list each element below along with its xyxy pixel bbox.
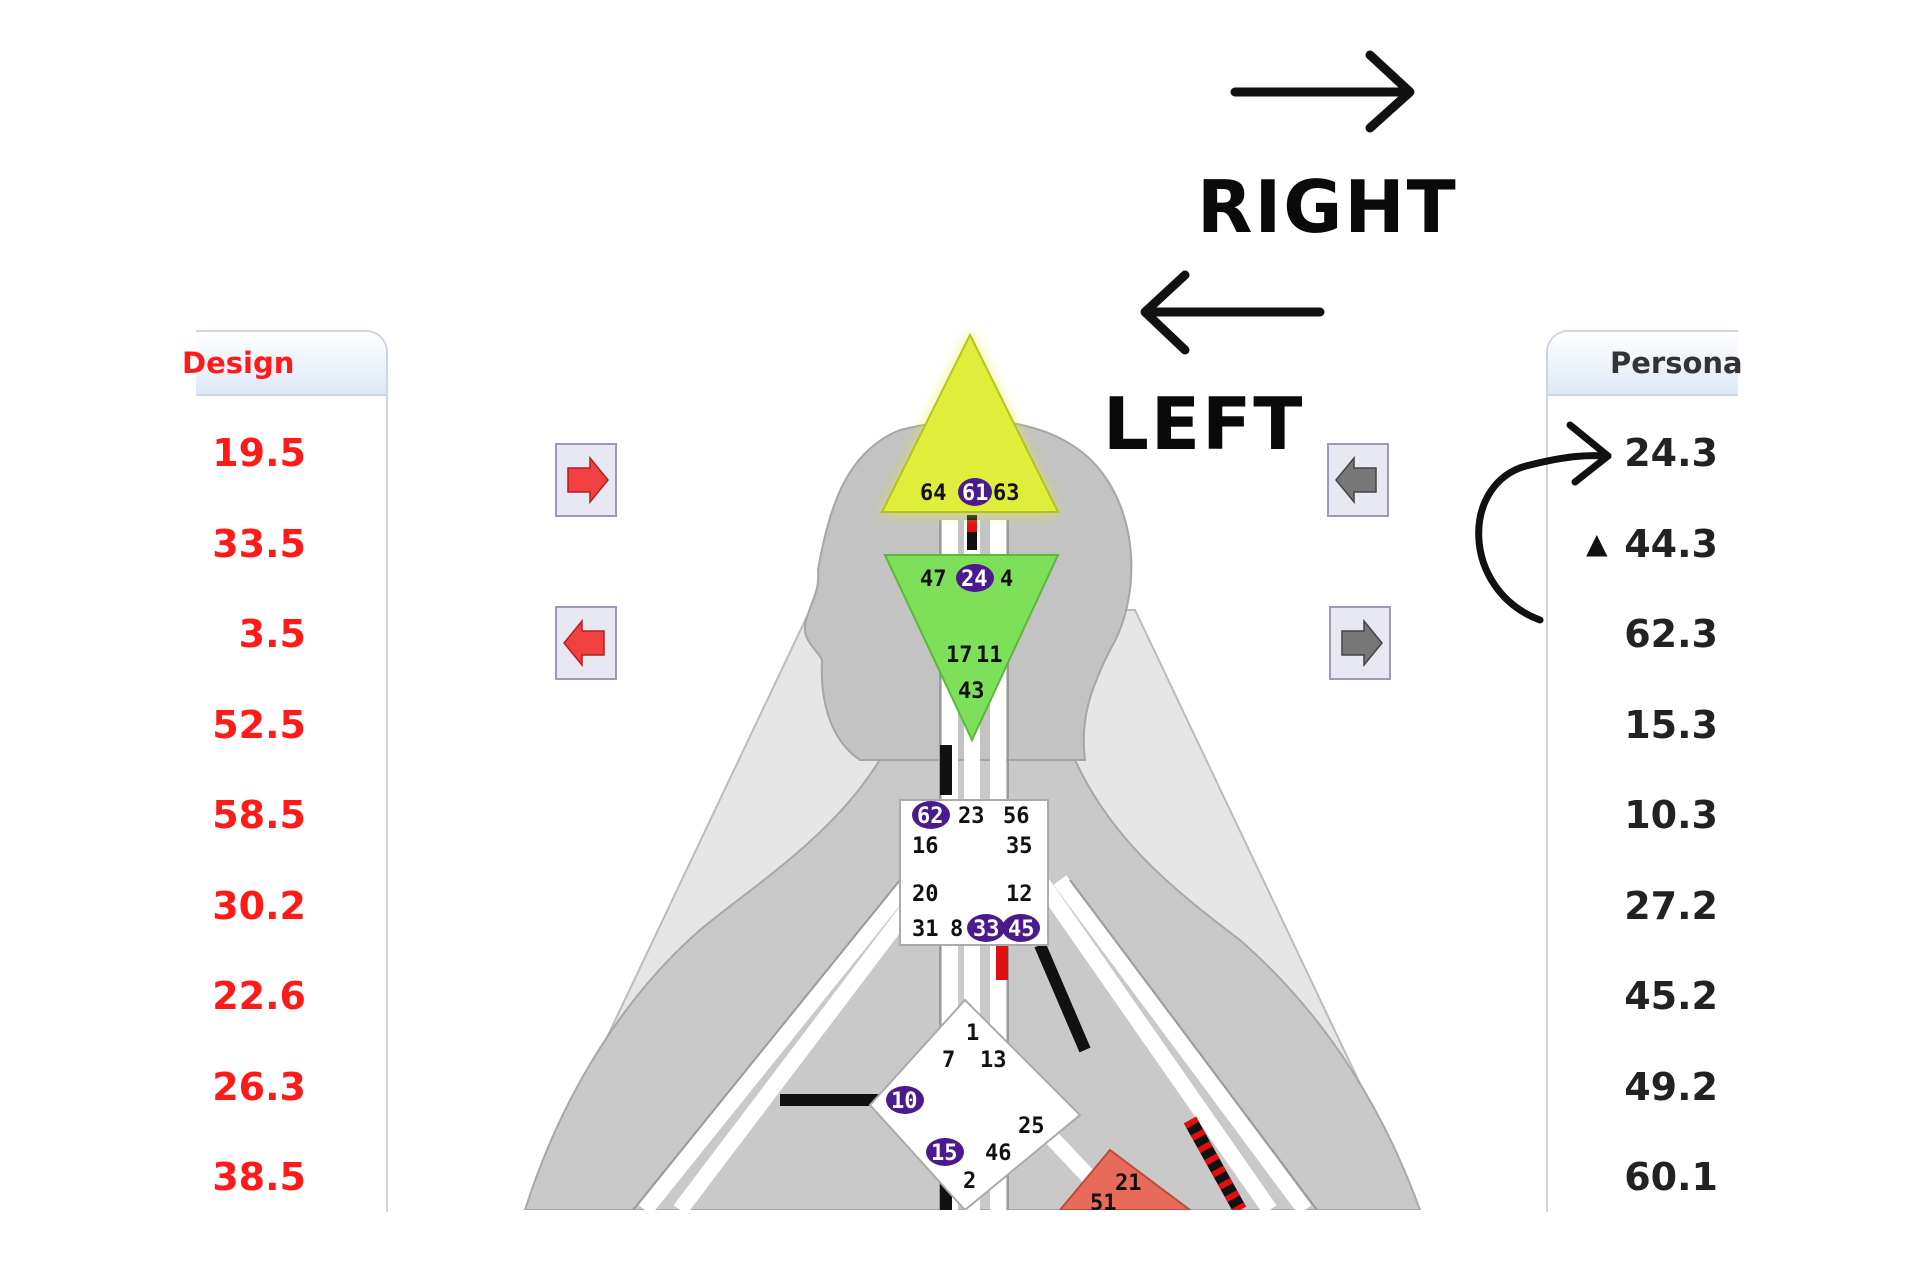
gate-number: 12: [1006, 882, 1033, 907]
gate-number: 31: [912, 917, 939, 942]
arrow-left-icon: [1335, 455, 1377, 505]
arrow-left-icon: [563, 618, 605, 668]
left-arrow-icon: [1140, 270, 1325, 355]
personality-value: 60.1: [1624, 1155, 1718, 1199]
design-value: 52.5: [212, 702, 306, 747]
ego-center: [1058, 1148, 1192, 1210]
design-panel: Design 19.5 33.5 3.5 52.5 58.5 30.2 22.6…: [182, 330, 388, 1212]
gate-number: 11: [976, 643, 1003, 668]
design-value: 26.3: [212, 1064, 306, 1109]
design-arrow-right-button[interactable]: [555, 443, 617, 517]
gate-number: 8: [950, 917, 963, 942]
gate-number: 25: [1018, 1114, 1045, 1139]
personality-arrow-right-button[interactable]: [1329, 606, 1391, 680]
gate-number-active: 61: [962, 481, 989, 506]
gate-number: 13: [980, 1048, 1007, 1073]
gate-number: 17: [946, 643, 973, 668]
personality-value: 62.3: [1624, 612, 1718, 656]
gate-number-active: 10: [891, 1089, 918, 1114]
gate-number-active: 15: [931, 1141, 958, 1166]
personality-arrow-left-button[interactable]: [1327, 443, 1389, 517]
design-value: 19.5: [212, 431, 306, 475]
gate-number: 2: [963, 1169, 976, 1194]
personality-value: 15.3: [1624, 702, 1718, 747]
gate-number: 64: [920, 481, 947, 506]
g-center: [868, 998, 1082, 1210]
left-label: LEFT: [1103, 382, 1305, 466]
design-value: 38.5: [212, 1155, 306, 1199]
design-panel-header: Design: [182, 332, 386, 396]
gate-number-active: 45: [1008, 917, 1035, 942]
personality-value: 45.2: [1624, 974, 1718, 1018]
gate-number: 35: [1006, 834, 1033, 859]
triangle-up-icon: ▲: [1586, 526, 1608, 560]
personality-value: 27.2: [1624, 883, 1718, 928]
personality-value: 24.3: [1624, 431, 1718, 475]
curved-arrow-icon: [1475, 421, 1612, 624]
ajna-center: [883, 554, 1060, 743]
gate-number: 47: [920, 567, 947, 592]
activated-channels: [780, 515, 1247, 1210]
personality-value: 44.3: [1624, 521, 1718, 566]
design-value: 58.5: [212, 793, 306, 837]
personality-value: 10.3: [1624, 793, 1718, 837]
gate-number: 56: [1003, 804, 1030, 829]
gate-number: 1: [966, 1021, 979, 1046]
gate-number-active: 33: [973, 917, 1000, 942]
gate-number: 51: [1090, 1191, 1117, 1216]
gate-number: 23: [958, 804, 985, 829]
personality-value-marked: ▲ 44.3: [1548, 505, 1738, 596]
right-label: RIGHT: [1197, 165, 1458, 249]
personality-value: 49.2: [1624, 1064, 1718, 1109]
right-arrow-icon: [1230, 50, 1415, 133]
design-value: 22.6: [212, 974, 306, 1018]
gate-number: 20: [912, 882, 939, 907]
arrow-right-icon: [567, 455, 609, 505]
design-arrow-left-button[interactable]: [555, 606, 617, 680]
gate-number: 16: [912, 834, 939, 859]
design-value: 33.5: [212, 521, 306, 566]
gate-number: 63: [993, 481, 1020, 506]
personality-panel-header: Persona: [1548, 332, 1743, 396]
gate-number: 4: [1000, 567, 1013, 592]
gate-number: 7: [942, 1048, 955, 1073]
gate-number: 43: [958, 679, 985, 704]
activated-gate-markers: [886, 478, 1040, 1166]
design-value: 30.2: [212, 883, 306, 928]
gate-number: 21: [1115, 1171, 1142, 1196]
arrow-right-icon: [1341, 618, 1383, 668]
gate-number: 46: [985, 1141, 1012, 1166]
design-value: 3.5: [238, 612, 306, 656]
gate-number-active: 24: [961, 567, 988, 592]
gate-number-active: 62: [917, 804, 944, 829]
head-center: [880, 332, 1060, 513]
